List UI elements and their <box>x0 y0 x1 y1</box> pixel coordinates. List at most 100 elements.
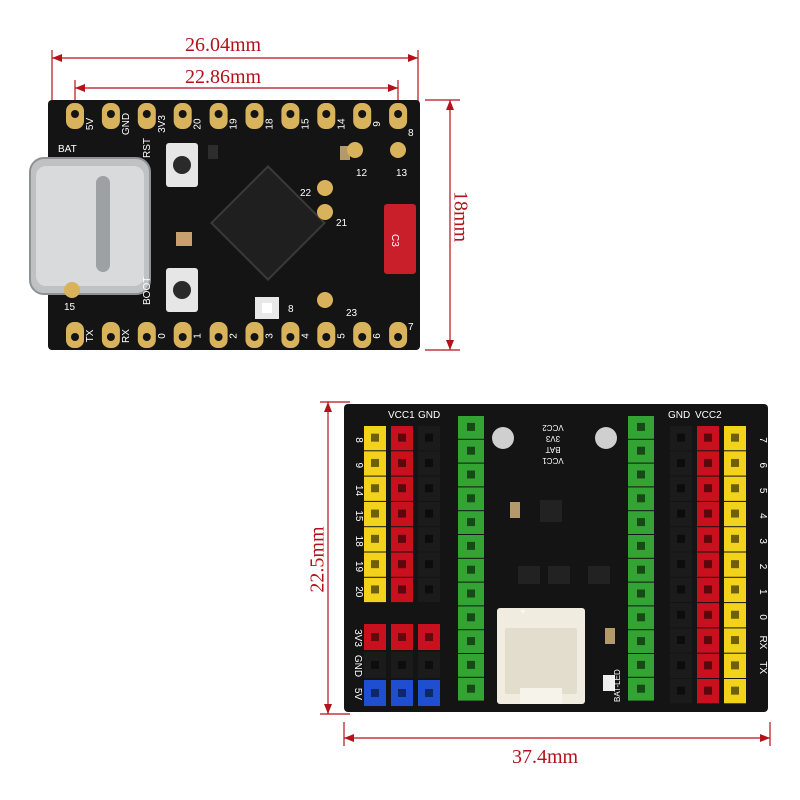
test-pad-22 <box>317 180 333 196</box>
socket-hole <box>398 689 406 697</box>
arrow <box>344 734 354 742</box>
pad-hole <box>250 110 259 118</box>
silk-12: 12 <box>356 168 368 179</box>
socket-hole <box>467 518 475 527</box>
dim-outer-width: 26.04mm <box>185 34 262 56</box>
top-pin-label: GND <box>121 113 132 135</box>
pad-hole <box>286 333 295 341</box>
capacitor <box>176 232 192 246</box>
socket-hole <box>467 470 475 479</box>
rst-button[interactable] <box>173 156 191 174</box>
pad-hole <box>178 333 187 341</box>
bottom-pin-label: 6 <box>372 333 383 339</box>
socket-hole <box>467 565 475 574</box>
socket-hole <box>637 660 645 669</box>
socket-hole <box>467 589 475 598</box>
socket-hole <box>704 484 712 493</box>
socket-hole <box>637 589 645 598</box>
pad-hole <box>358 110 367 118</box>
socket-hole <box>677 585 685 594</box>
socket-hole <box>467 494 475 503</box>
arrow <box>446 100 454 110</box>
arrow <box>388 84 398 92</box>
right-pin-label: 7 <box>757 437 768 443</box>
left-pin-label: 14 <box>353 485 364 497</box>
socket-hole <box>637 446 645 455</box>
usb-c-shell <box>36 166 144 286</box>
socket-hole <box>704 636 712 645</box>
socket-hole <box>425 458 433 467</box>
socket-hole <box>425 560 433 569</box>
socket-hole <box>637 684 645 693</box>
top-pin-label: 15 <box>300 118 311 130</box>
arrow <box>446 340 454 350</box>
bottom-pin-label: 0 <box>157 333 168 339</box>
arrow <box>760 734 770 742</box>
bottom-pin-label: 3 <box>264 333 275 339</box>
right-pin-label: 5 <box>757 488 768 494</box>
ic-4 <box>588 566 610 584</box>
socket-hole <box>677 661 685 670</box>
socket-hole <box>731 686 739 695</box>
dim-top-height: 18mm <box>449 190 472 243</box>
socket-hole <box>425 661 433 669</box>
socket-hole <box>467 541 475 550</box>
socket-hole <box>371 458 379 467</box>
pad-hole <box>142 333 151 341</box>
pad-hole <box>178 110 187 118</box>
boot-button[interactable] <box>173 281 191 299</box>
right-pin-label: 4 <box>757 513 768 519</box>
capacitor <box>510 502 520 518</box>
socket-hole <box>677 509 685 518</box>
test-pad-15 <box>64 282 80 298</box>
socket-hole <box>467 637 475 646</box>
silk-8: 8 <box>408 128 414 139</box>
socket-hole <box>425 534 433 543</box>
socket-hole <box>371 484 379 493</box>
left-pin-label: 8 <box>353 437 364 443</box>
right-pin-label: 6 <box>757 463 768 469</box>
top-pin-label: 18 <box>264 118 275 130</box>
pad-hole <box>106 333 115 341</box>
socket-hole <box>398 633 406 641</box>
socket-hole <box>731 636 739 645</box>
top-pin-label: 5V <box>85 118 96 131</box>
socket-hole <box>704 585 712 594</box>
socket-hole <box>467 446 475 455</box>
pad-hole <box>71 333 79 341</box>
arrow <box>408 54 418 62</box>
ic-1 <box>540 500 562 522</box>
pad-hole <box>142 110 151 118</box>
jst-cavity <box>505 628 577 694</box>
socket-hole <box>425 484 433 493</box>
socket-hole <box>371 509 379 518</box>
arrow <box>324 402 332 412</box>
arrow <box>324 704 332 714</box>
bottom-pin-label: RX <box>121 329 132 343</box>
mount-hole-left <box>492 427 514 449</box>
socket-hole <box>677 560 685 569</box>
socket-hole <box>704 661 712 670</box>
dim-bottom-width: 37.4mm <box>512 746 579 768</box>
silk-8b: 8 <box>288 304 294 315</box>
pad-hole <box>106 110 115 118</box>
left-pin-label: 15 <box>353 510 364 522</box>
socket-hole <box>731 484 739 493</box>
center-label: VCC2 <box>542 423 564 432</box>
socket-hole <box>637 470 645 479</box>
socket-hole <box>704 534 712 543</box>
socket-hole <box>677 433 685 442</box>
center-label: BAT <box>545 445 560 454</box>
led-lens <box>262 303 272 313</box>
bottom-pin-label: 1 <box>193 333 204 339</box>
arrow <box>75 84 85 92</box>
pad-hole <box>286 110 295 118</box>
left-pin-label: 19 <box>353 561 364 573</box>
pad-hole <box>358 333 367 341</box>
socket-hole <box>637 565 645 574</box>
left-pin-label: 20 <box>353 586 364 598</box>
jst-latch <box>520 688 562 704</box>
silk-23: 23 <box>346 308 358 319</box>
socket-hole <box>467 660 475 669</box>
